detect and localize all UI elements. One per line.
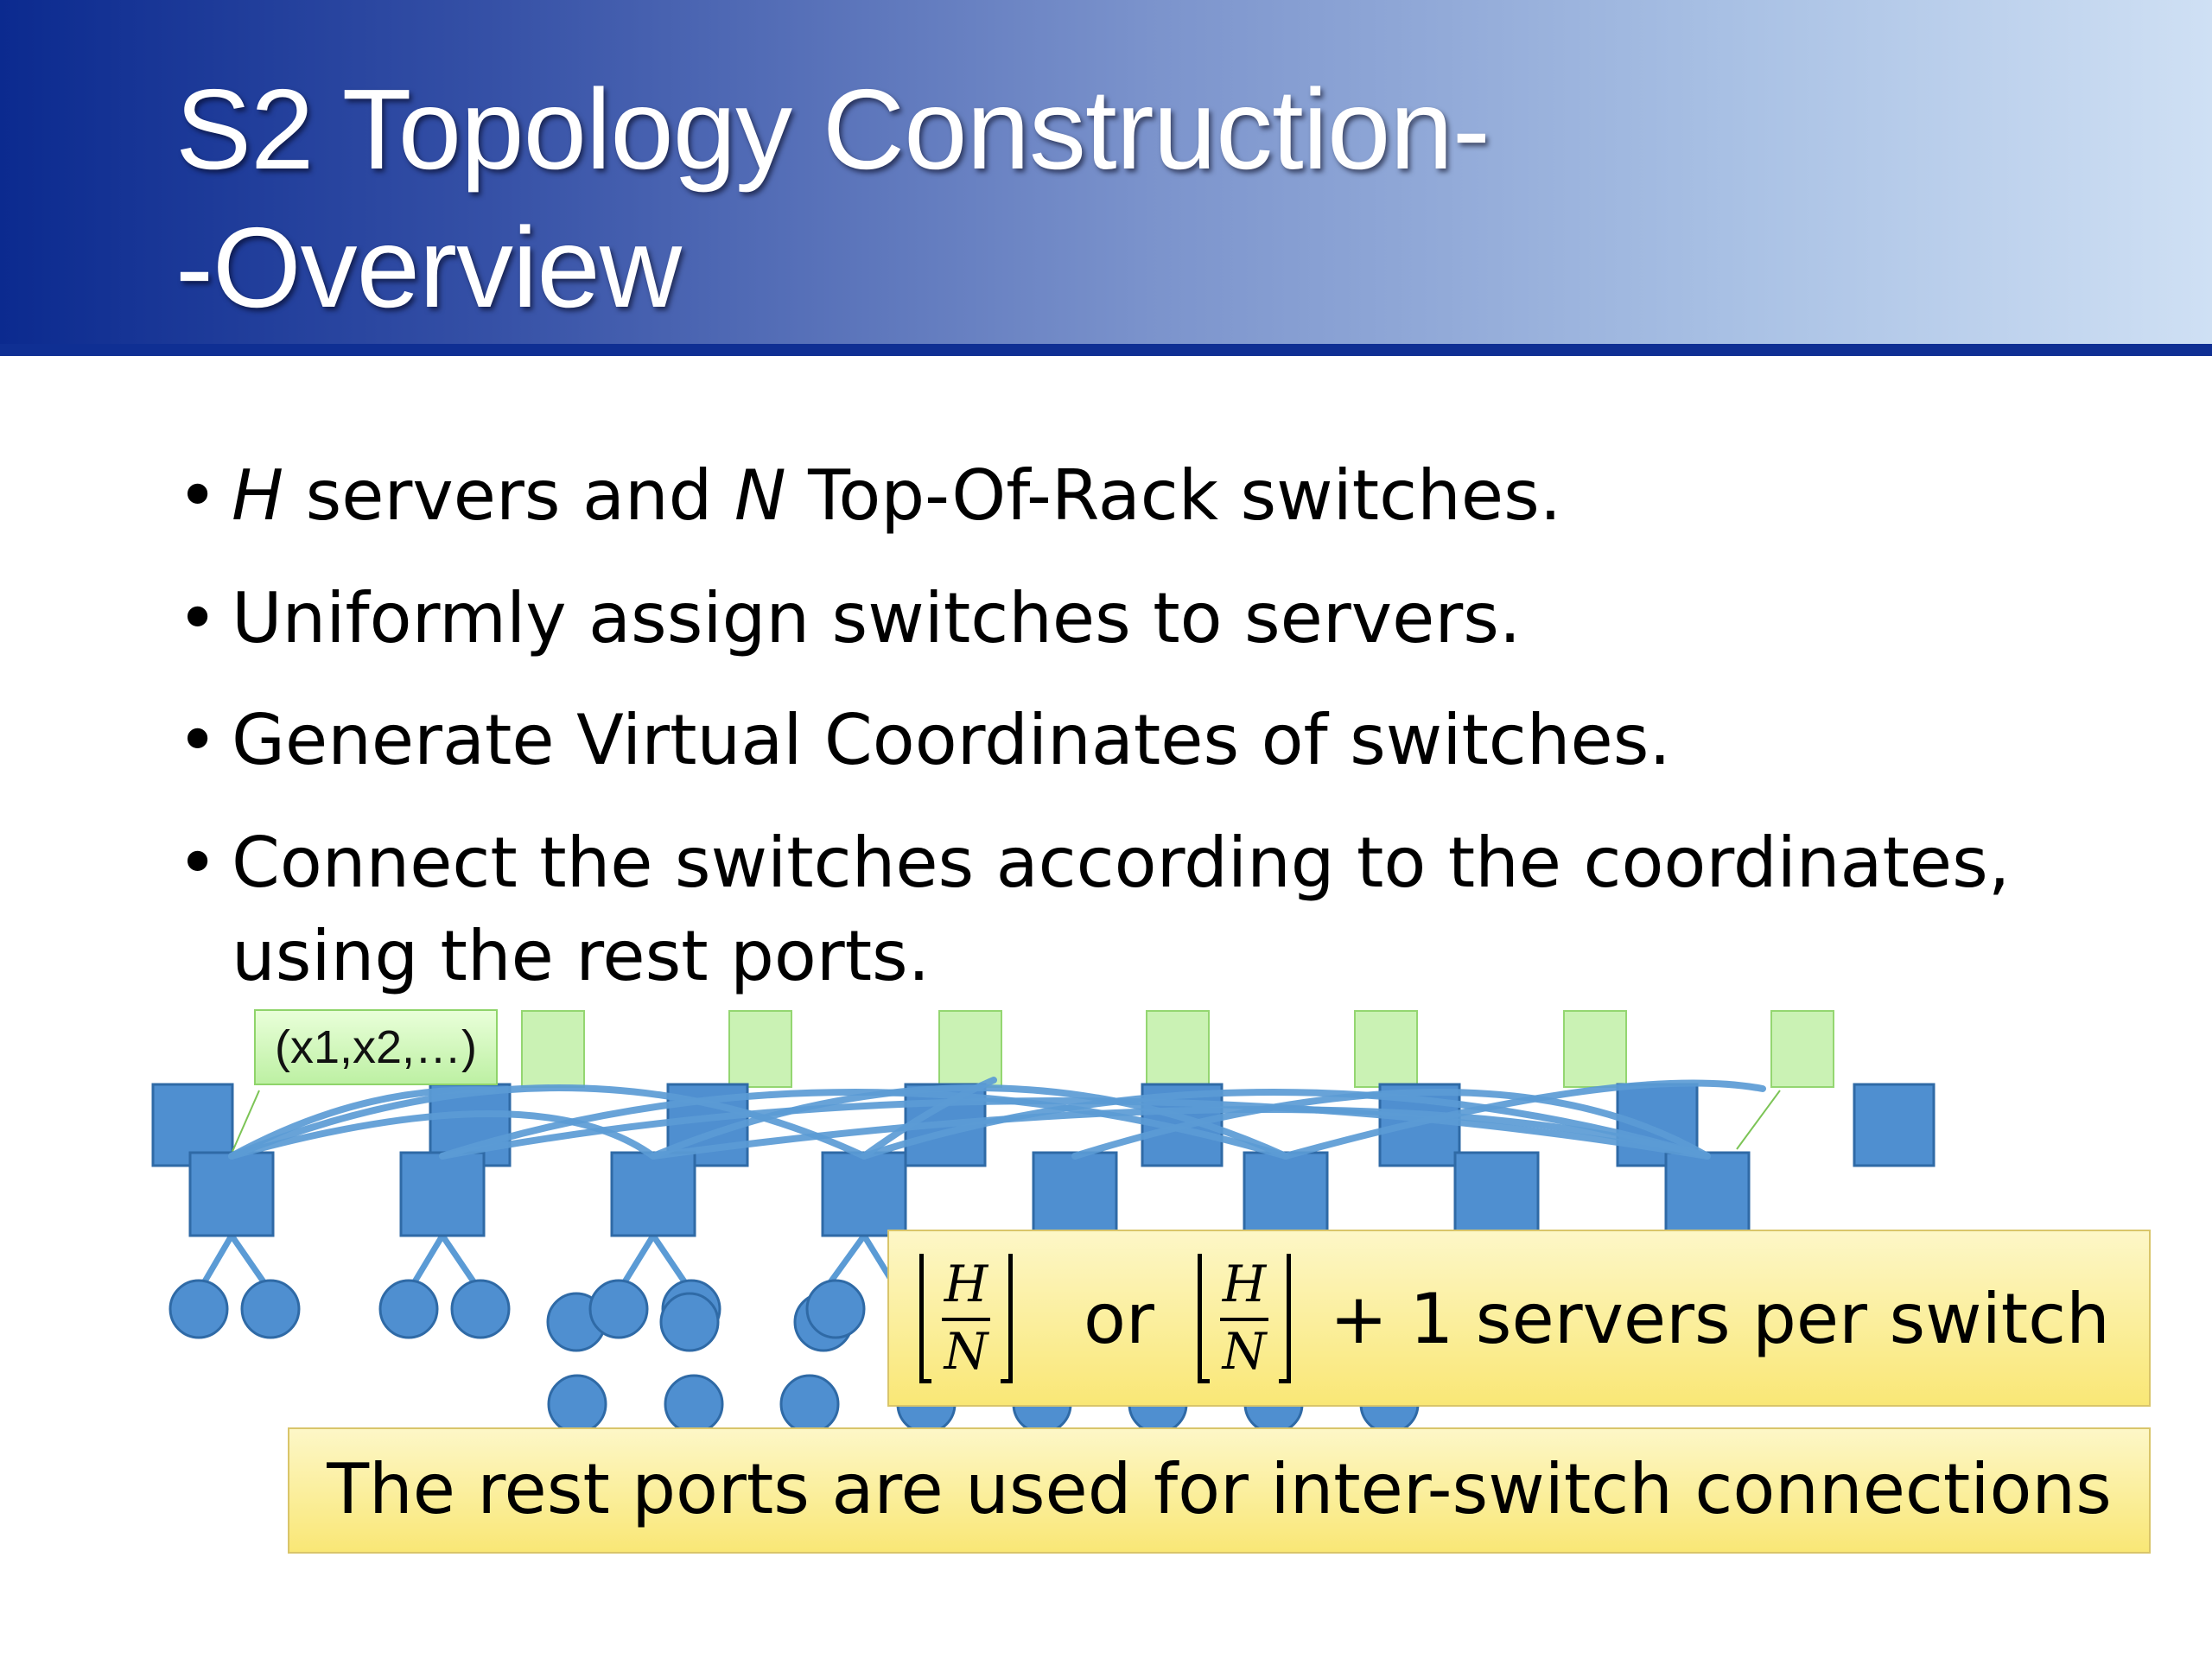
- bullet-text: Uniformly assign switches to servers.: [232, 578, 1522, 658]
- coordinate-leader: [1736, 1090, 1781, 1150]
- server-node: [168, 1279, 229, 1339]
- bullet-text-continuation: using the rest ports.: [232, 916, 931, 996]
- coordinate-box: [1563, 1010, 1627, 1088]
- rest-ports-callout: The rest ports are used for inter-switch…: [288, 1427, 2151, 1554]
- coordinate-box: [1146, 1010, 1210, 1088]
- bullet-text: Connect the switches according to the co…: [232, 823, 2011, 903]
- bullet-marker: •: [177, 578, 219, 658]
- front-row-switches: [188, 1151, 1751, 1237]
- bullet-text-segment: servers and: [283, 455, 734, 536]
- switch-node: [1453, 1151, 1540, 1237]
- bullet-marker: •: [177, 700, 219, 780]
- title-banner: [0, 0, 2212, 349]
- inter-switch-link: [228, 1084, 868, 1160]
- title-divider: [0, 344, 2212, 356]
- virtual-coordinate-boxes: [521, 1010, 1834, 1088]
- switch-node: [399, 1151, 486, 1237]
- server-node: [547, 1374, 607, 1434]
- server-node: [240, 1279, 301, 1339]
- switch-node: [821, 1151, 907, 1237]
- floor-bracket-left: [919, 1254, 931, 1383]
- switch-node: [1032, 1151, 1118, 1237]
- coordinate-box: [521, 1010, 585, 1088]
- switch-node: [610, 1151, 696, 1237]
- server-node: [779, 1374, 840, 1434]
- fraction-denominator: N: [1222, 1322, 1267, 1381]
- floor-fraction: H N: [1198, 1254, 1291, 1383]
- inter-switch-link: [861, 1077, 997, 1160]
- fraction-numerator: H: [1222, 1255, 1267, 1313]
- server-node: [664, 1374, 724, 1434]
- bullet-text: H servers and N Top-Of-Rack switches.: [232, 458, 1561, 534]
- bullet-text: Generate Virtual Coordinates of switches…: [232, 700, 1671, 780]
- server-links: [195, 1233, 901, 1294]
- inter-switch-link: [439, 1089, 1289, 1160]
- fraction-bar: [1220, 1318, 1268, 1321]
- coordinate-leader: [231, 1090, 260, 1154]
- coordinate-box: [1770, 1010, 1834, 1088]
- floor-bracket-right: [1001, 1254, 1013, 1383]
- slide-title-line-2: -Overview: [175, 204, 682, 331]
- inter-switch-links: [228, 1077, 1766, 1160]
- coordinate-box: [938, 1010, 1002, 1088]
- inter-switch-link: [439, 1097, 1711, 1160]
- switch-node: [1664, 1151, 1751, 1237]
- bullet-marker: •: [177, 823, 219, 903]
- coordinate-box: [1354, 1010, 1418, 1088]
- variable-n: N: [734, 455, 786, 536]
- coordinate-leaders: [231, 1090, 1781, 1154]
- switch-node: [188, 1151, 275, 1237]
- switch-node: [1243, 1151, 1329, 1237]
- inter-switch-link: [1071, 1089, 1711, 1160]
- fraction-numerator: H: [944, 1255, 988, 1313]
- formula-suffix: + 1 servers per switch: [1330, 1279, 2110, 1359]
- floor-fraction: H N: [919, 1254, 1013, 1383]
- variable-h: H: [232, 455, 284, 536]
- bullet-marker: •: [177, 455, 219, 536]
- server-node: [450, 1279, 511, 1339]
- floor-bracket-left: [1198, 1254, 1210, 1383]
- inter-switch-link: [228, 1086, 496, 1160]
- fraction-denominator: N: [944, 1322, 988, 1381]
- servers-per-switch-callout: H N or H N + 1 servers per switch: [887, 1230, 2151, 1407]
- coordinate-label: (x1,x2,…): [254, 1009, 498, 1085]
- server-node: [659, 1292, 720, 1352]
- slide-title-line-1: S2 Topology Construction-: [175, 66, 1491, 193]
- inter-switch-link: [228, 1110, 657, 1160]
- server-node: [805, 1279, 866, 1339]
- floor-bracket-right: [1279, 1254, 1291, 1383]
- or-text: or: [1084, 1279, 1154, 1359]
- bullet-text-segment: Top-Of-Rack switches.: [785, 455, 1562, 536]
- switch-node: [1853, 1083, 1936, 1167]
- fraction-bar: [942, 1318, 990, 1321]
- inter-switch-link: [1282, 1079, 1766, 1160]
- server-node: [588, 1279, 649, 1339]
- server-node: [378, 1279, 439, 1339]
- coordinate-box: [728, 1010, 792, 1088]
